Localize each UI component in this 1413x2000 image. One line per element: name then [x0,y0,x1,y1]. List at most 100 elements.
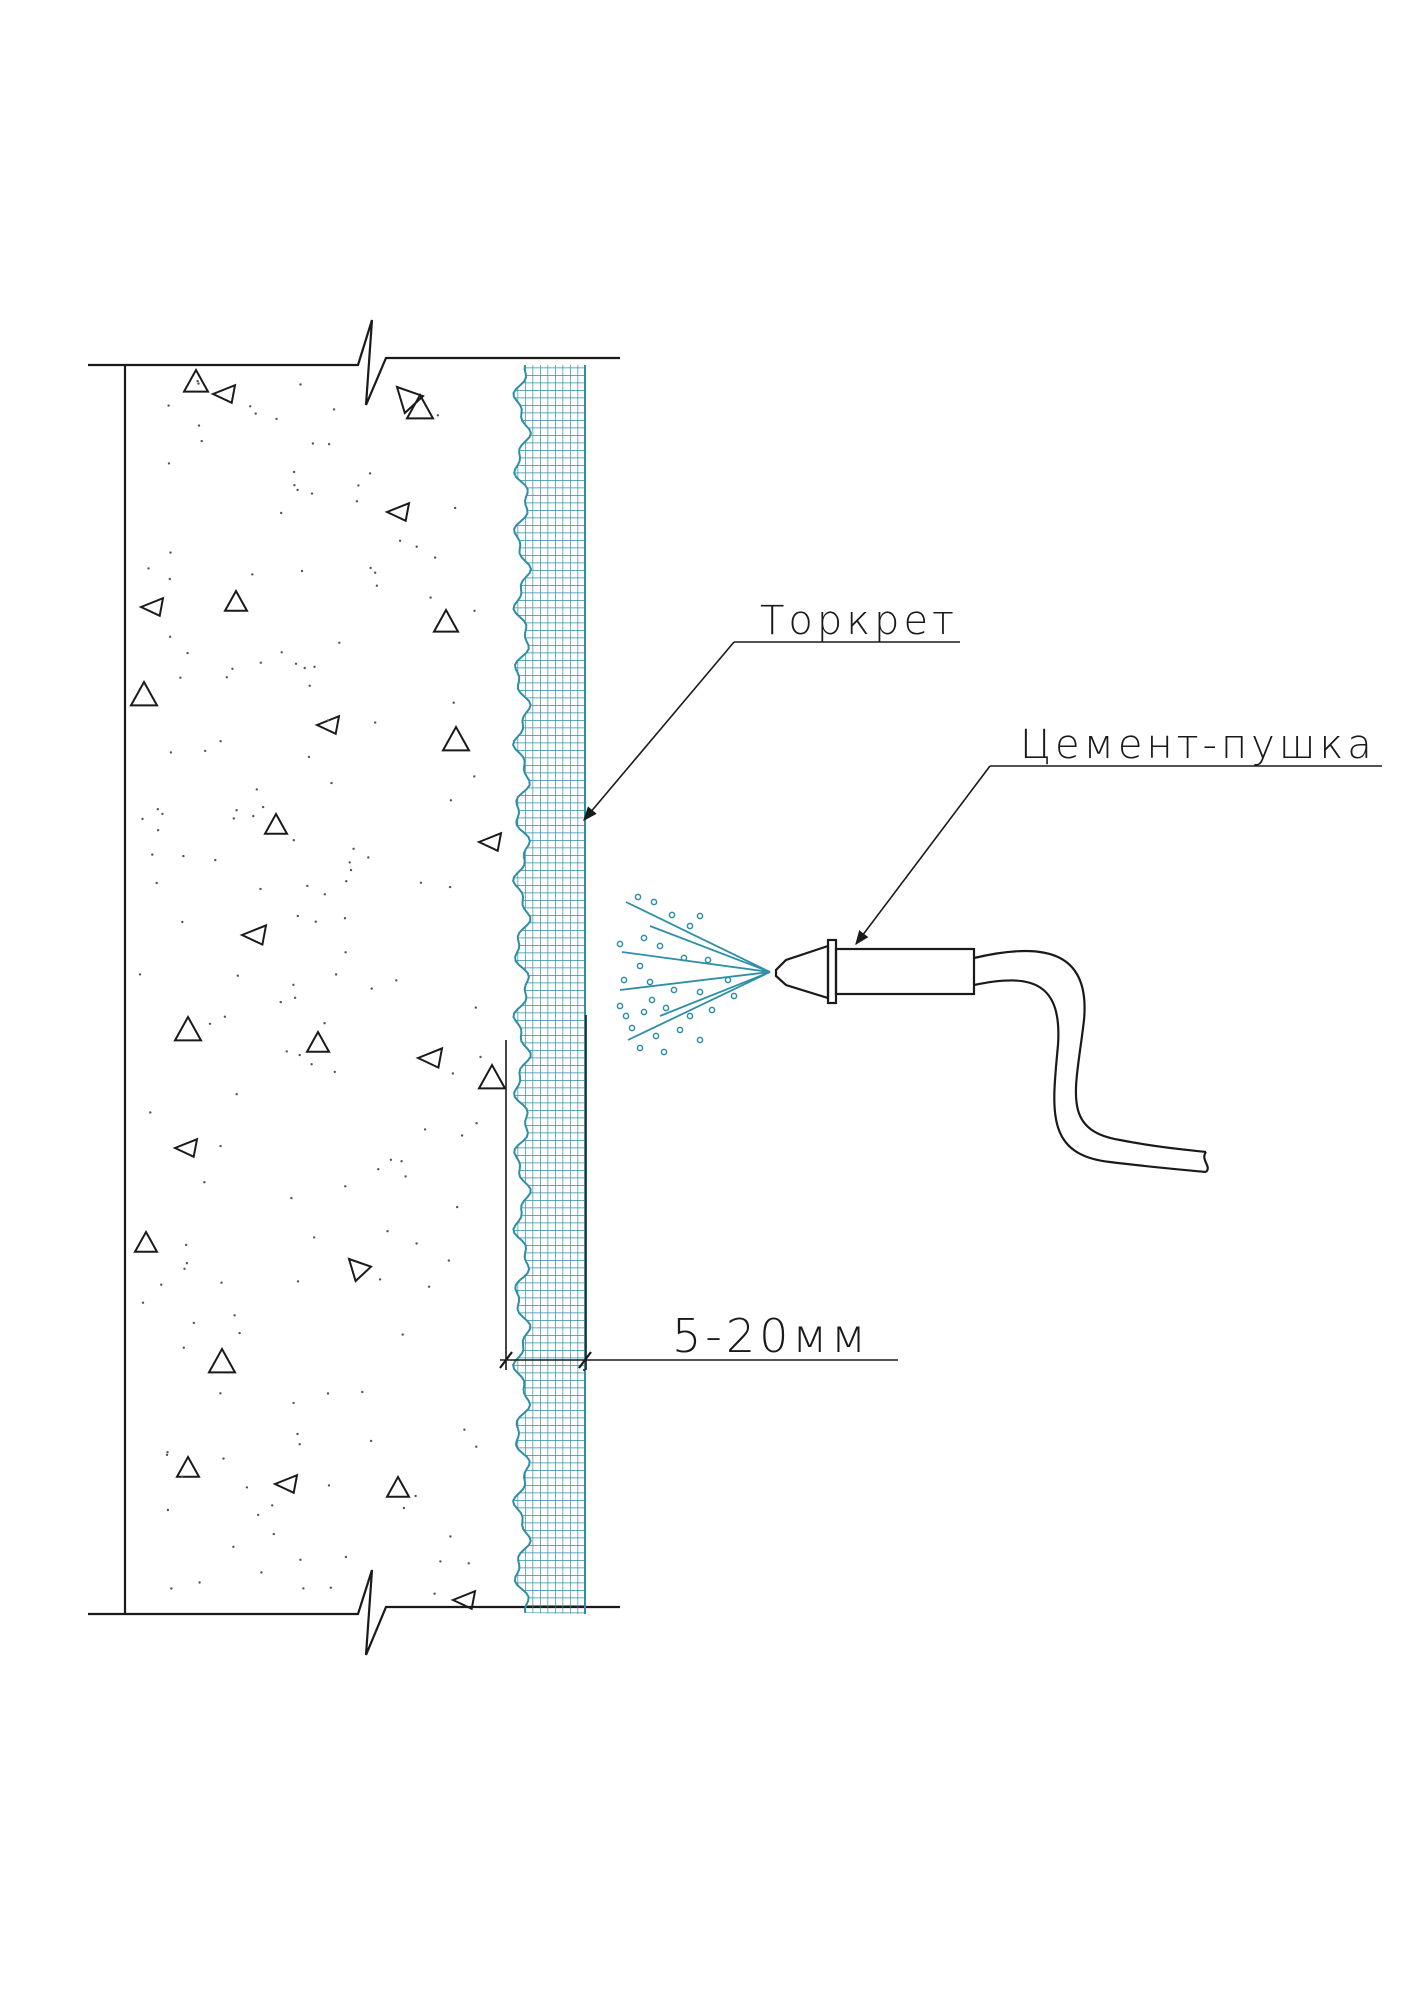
sand-speck [299,1558,302,1562]
sand-speck [271,1504,274,1507]
sand-speck [219,1392,222,1395]
sand-speck [314,920,317,923]
sand-speck [463,1428,466,1431]
sand-speck [429,596,432,599]
sand-speck [165,1453,169,1457]
sand-speck [345,880,348,883]
sand-speck [313,1236,316,1239]
sand-speck [433,1592,436,1595]
aggregate-triangle [210,383,237,405]
sand-speck [232,817,235,820]
aggregate-triangle [239,923,268,947]
sand-speck [296,1280,300,1283]
sand-speck [235,1093,238,1096]
sand-speck [214,858,217,862]
sand-speck [168,635,172,638]
sand-speck [329,1586,332,1589]
sand-speck [344,1555,348,1559]
sand-speck [433,556,437,559]
sand-speck [352,847,355,850]
spray-particle [696,988,704,996]
sand-speck [141,817,144,821]
dimension-tick-right [578,1351,592,1369]
sand-speck [415,545,418,548]
aggregate-triangle [432,607,460,633]
sand-speck [367,856,370,859]
sand-speck [355,500,359,503]
sand-speck [323,1022,326,1025]
sand-speck [378,1278,382,1281]
aggregate-triangle [138,596,165,618]
sand-speck [181,920,184,924]
sand-speck [386,1230,389,1233]
sand-speck [249,405,252,408]
sand-speck [333,1070,336,1074]
sand-speck [168,577,171,581]
sand-speck [479,1055,482,1059]
sand-speck [361,1390,364,1394]
sand-speck [141,1301,145,1304]
sand-speck [169,751,173,754]
sand-speck [296,1432,299,1436]
sand-speck [348,861,351,864]
sand-speck [374,721,377,724]
sand-speck [449,1535,452,1538]
sand-speck [257,1513,260,1517]
sand-speck [460,1134,464,1137]
gun-hose-lower [973,979,1207,1174]
sand-speck [451,1072,455,1075]
sand-speck [197,424,201,427]
sand-speck [182,1346,185,1349]
sand-speck [395,979,398,982]
shotcrete-wavy-contact-edge [512,364,533,1614]
spray-particle [640,1008,648,1016]
sand-speck [292,983,295,986]
sand-speck [427,1285,431,1288]
aggregate-triangle [182,367,210,393]
sand-speck [179,676,182,679]
sand-speck [369,566,372,570]
gun-collar [826,938,838,1005]
sand-speck [292,839,295,842]
sand-speck [473,609,476,612]
spray-particle [662,1004,670,1012]
sand-speck [302,1587,305,1590]
sand-speck [261,805,265,809]
sand-speck [203,1181,206,1184]
spray-particle [670,986,678,994]
sand-speck [259,661,262,664]
dimension-tick-left [499,1351,513,1369]
sand-speck [204,749,207,753]
sand-speck [414,1494,417,1498]
sand-speck [298,1443,301,1446]
spray-line [625,901,771,973]
sand-speck [398,539,402,542]
sand-speck [167,404,170,407]
sand-speck [272,1532,275,1536]
sand-speck [232,1545,235,1549]
spray-particle [622,1012,630,1020]
spray-particle [636,1044,644,1052]
spray-particle [648,996,656,1004]
sand-speck [280,511,283,515]
sand-speck [260,1571,263,1574]
sand-speck [160,1283,163,1286]
sand-speck [223,1015,227,1018]
sand-speck [327,443,331,446]
sand-speck [375,584,379,587]
concrete-sand-specks [138,379,482,1595]
sand-speck [404,1175,407,1178]
thickness-label: 5-20мм [672,1309,870,1363]
sand-speck [275,417,278,421]
sand-speck [473,775,476,778]
sand-speck [300,569,304,573]
sand-speck [374,571,377,574]
sand-speck [280,651,283,654]
sand-speck [310,492,314,495]
spray-particle [640,934,648,942]
sand-speck [279,1000,282,1004]
aggregate-triangle [207,1346,237,1374]
cement-gun [774,938,1209,1174]
sand-speck [166,1508,170,1512]
sand-speck [186,651,189,655]
